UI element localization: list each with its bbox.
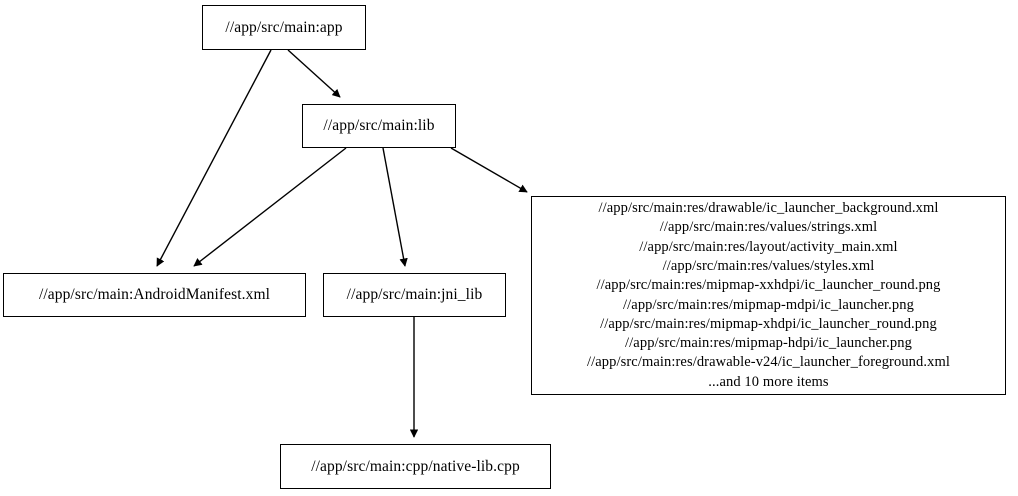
edge-lib-to-manifest	[193, 147, 347, 267]
graph-node-android-manifest-label: //app/src/main:AndroidManifest.xml	[38, 286, 271, 304]
graph-node-app-label: //app/src/main:app	[225, 18, 343, 36]
graph-node-app[interactable]: //app/src/main:app	[202, 5, 366, 50]
edge-app-to-lib	[287, 49, 341, 98]
graph-node-res-group[interactable]: //app/src/main:res/drawable/ic_launcher_…	[531, 196, 1006, 395]
graph-node-res-group-label: //app/src/main:res/drawable/ic_launcher_…	[587, 200, 950, 390]
edge-lib-to-jni-lib	[382, 147, 408, 267]
graph-node-android-manifest[interactable]: //app/src/main:AndroidManifest.xml	[3, 273, 306, 317]
graph-node-lib[interactable]: //app/src/main:lib	[302, 104, 456, 148]
edge-lib-to-res-group	[450, 147, 528, 193]
graph-node-native-lib-cpp[interactable]: //app/src/main:cpp/native-lib.cpp	[280, 444, 551, 489]
graph-node-jni-lib[interactable]: //app/src/main:jni_lib	[323, 273, 506, 317]
graph-node-jni-lib-label: //app/src/main:jni_lib	[346, 286, 483, 304]
edge-app-to-manifest	[156, 49, 272, 267]
graph-node-native-lib-cpp-label: //app/src/main:cpp/native-lib.cpp	[311, 457, 520, 475]
graph-node-lib-label: //app/src/main:lib	[323, 117, 435, 135]
